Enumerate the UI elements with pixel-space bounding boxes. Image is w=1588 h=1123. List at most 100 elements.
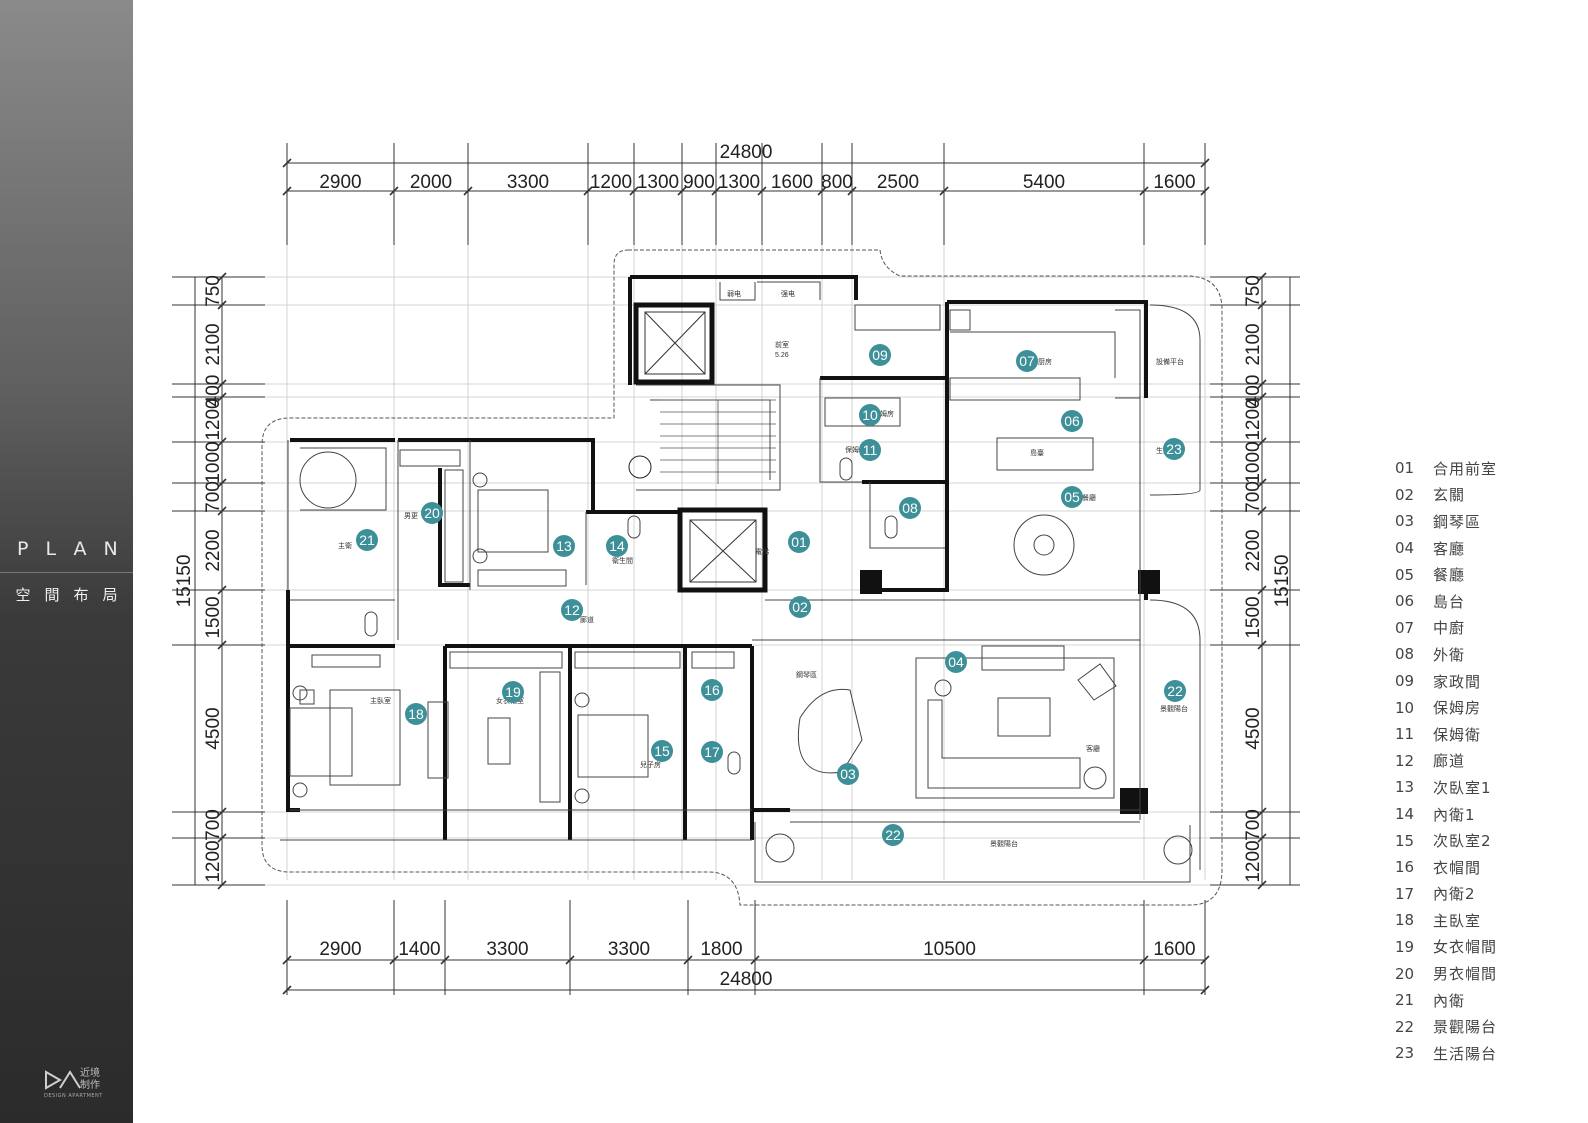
legend-number: 01 — [1395, 459, 1415, 478]
label-nanny-bath: 保姆 — [845, 445, 859, 454]
legend-number: 05 — [1395, 565, 1415, 584]
legend-label: 保姆衛 — [1433, 725, 1482, 744]
svg-text:19: 19 — [505, 684, 521, 700]
dim-bottom-total: 24800 — [720, 969, 773, 990]
dim-left-9: 700 — [203, 809, 224, 841]
label-kitchen: 厨房 — [1038, 357, 1052, 366]
dim-top-2: 3300 — [507, 172, 549, 193]
room-marker-18: 18 — [405, 703, 427, 725]
dim-top-10: 5400 — [1023, 172, 1065, 193]
legend-label: 生活陽台 — [1433, 1044, 1498, 1063]
dimension-lines — [172, 143, 1300, 995]
svg-text:06: 06 — [1064, 413, 1080, 429]
brand-logo-icon — [45, 1070, 81, 1090]
legend-label: 次臥室2 — [1433, 832, 1492, 851]
room-marker-23: 23 — [1163, 438, 1185, 460]
dim-left-10: 1200 — [203, 840, 224, 882]
dim-left-7: 1500 — [203, 596, 224, 638]
plan-title-zh: 空間布局 — [15, 586, 132, 604]
legend-label: 客廳 — [1433, 539, 1466, 558]
svg-text:21: 21 — [359, 532, 375, 548]
room-marker-22: 22 — [1164, 680, 1186, 702]
svg-text:14: 14 — [609, 538, 625, 554]
legend-number: 16 — [1395, 858, 1415, 877]
room-marker-17: 17 — [701, 741, 723, 763]
dim-right-7: 1500 — [1243, 596, 1264, 638]
dim-top-1: 2000 — [410, 172, 452, 193]
legend-label: 主臥室 — [1433, 911, 1482, 930]
legend-label: 餐廳 — [1433, 566, 1466, 585]
room-marker-01: 01 — [788, 531, 810, 553]
dim-top-3: 1200 — [590, 172, 632, 193]
label-strong-current: 强电 — [781, 289, 795, 298]
label-island: 島臺 — [1030, 448, 1044, 457]
label-balcony-right: 景觀陽台 — [1160, 704, 1188, 713]
room-marker-13: 13 — [553, 535, 575, 557]
room-marker-21: 21 — [356, 529, 378, 551]
room-marker-19: 19 — [502, 681, 524, 703]
dim-bottom-5: 10500 — [923, 939, 976, 960]
svg-text:05: 05 — [1064, 489, 1080, 505]
room-marker-05: 05 — [1061, 486, 1083, 508]
legend-label: 內衛2 — [1433, 885, 1476, 904]
dim-right-5: 700 — [1243, 481, 1264, 513]
label-front-room: 前室 — [775, 340, 789, 349]
legend-label: 衣帽間 — [1433, 858, 1482, 877]
dim-left-3: 1200 — [203, 398, 224, 440]
svg-text:20: 20 — [424, 505, 440, 521]
legend-item: 05 餐廳 — [1395, 561, 1555, 588]
label-nanny-room: 姆房 — [880, 409, 894, 418]
legend-label: 中廚 — [1433, 619, 1466, 638]
label-living-room: 客廳 — [1086, 744, 1100, 753]
outer-outline — [261, 249, 1223, 906]
plan-title-en: PLAN — [17, 538, 135, 560]
svg-text:13: 13 — [556, 538, 572, 554]
room-marker-14: 14 — [606, 535, 628, 557]
legend-label: 內衛1 — [1433, 805, 1476, 824]
svg-text:12: 12 — [564, 602, 580, 618]
dim-left-4: 1000 — [203, 441, 224, 483]
legend-number: 14 — [1395, 805, 1415, 824]
label-bath-1: 衛生間 — [612, 556, 633, 565]
legend-number: 06 — [1395, 592, 1415, 611]
legend-label: 外衛 — [1433, 645, 1466, 664]
room-marker-15: 15 — [651, 740, 673, 762]
legend-item: 08 外衛 — [1395, 641, 1555, 668]
svg-text:01: 01 — [791, 534, 807, 550]
legend-label: 家政間 — [1433, 672, 1482, 691]
dim-top-total: 24800 — [720, 142, 773, 163]
legend-number: 07 — [1395, 618, 1415, 637]
dim-top-0: 2900 — [319, 172, 361, 193]
dim-right-0: 750 — [1243, 275, 1264, 307]
legend-label: 內衛 — [1433, 991, 1466, 1010]
dim-bottom-6: 1600 — [1153, 939, 1195, 960]
legend-number: 04 — [1395, 539, 1415, 558]
dim-top-6: 1300 — [718, 172, 760, 193]
logo-text-en: DESIGN APARTMENT — [44, 1093, 103, 1099]
dim-left-1: 2100 — [203, 323, 224, 365]
dim-left-5: 700 — [203, 481, 224, 513]
svg-text:03: 03 — [840, 766, 856, 782]
room-marker-16: 16 — [701, 679, 723, 701]
label-piano-area: 鋼琴區 — [796, 670, 817, 679]
legend-number: 19 — [1395, 937, 1415, 956]
legend-number: 11 — [1395, 725, 1415, 744]
legend-number: 13 — [1395, 778, 1415, 797]
legend-number: 03 — [1395, 512, 1415, 531]
room-marker-08: 08 — [899, 497, 921, 519]
svg-text:08: 08 — [902, 500, 918, 516]
elevator-shafts — [644, 311, 757, 583]
label-weak-current: 弱电 — [727, 289, 741, 298]
dim-left-total: 15150 — [174, 555, 195, 608]
label-son-room: 兒子房 — [640, 760, 661, 769]
dim-left-6: 2200 — [203, 529, 224, 571]
room-marker-04: 04 — [945, 651, 967, 673]
legend-number: 08 — [1395, 645, 1415, 664]
